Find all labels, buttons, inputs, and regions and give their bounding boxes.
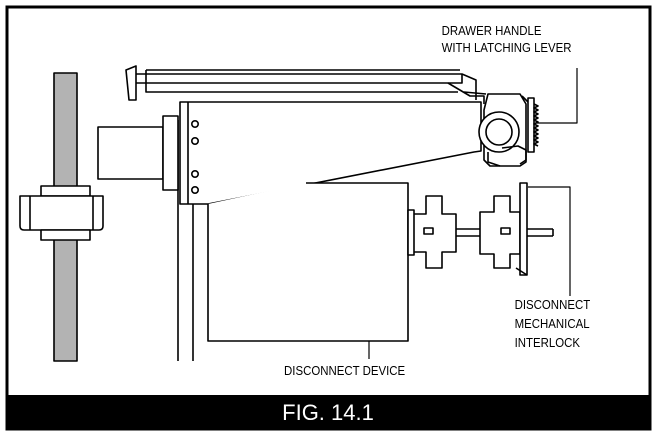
latching-lever [527, 97, 539, 153]
label-drawer-handle-line1: DRAWER HANDLE [442, 23, 542, 38]
callout-drawer-handle: DRAWER HANDLE WITH LATCHING LEVER [442, 23, 572, 55]
label-interlock-line1: DISCONNECT [515, 297, 591, 312]
leader-interlock [528, 186, 571, 296]
leader-drawer-handle [536, 68, 578, 124]
label-disconnect-device: DISCONNECT DEVICE [284, 363, 405, 378]
drawer-track [125, 65, 487, 104]
drawer-body [179, 101, 482, 205]
mounting-hole [191, 170, 200, 179]
drawer-handle [478, 93, 531, 167]
label-interlock-line3: INTERLOCK [515, 335, 581, 350]
mounting-hole [191, 137, 200, 146]
rear-shaft-stub [97, 126, 164, 180]
mechanism-drawing [19, 65, 578, 362]
interlock-plate [519, 182, 528, 276]
label-drawer-handle-line2: WITH LATCHING LEVER [442, 40, 572, 55]
label-interlock-line2: MECHANICAL [515, 316, 590, 331]
caption-bar [7, 395, 650, 429]
pipe-clamp [19, 185, 104, 241]
mounting-hole [191, 186, 200, 195]
interlock-block-left [407, 195, 457, 269]
mounting-hole [191, 120, 200, 129]
callout-interlock: DISCONNECT MECHANICAL INTERLOCK [515, 297, 591, 350]
disconnect-device [207, 182, 409, 342]
interlock-block-right [479, 195, 521, 269]
figure-caption: FIG. 14.1 [282, 400, 374, 425]
